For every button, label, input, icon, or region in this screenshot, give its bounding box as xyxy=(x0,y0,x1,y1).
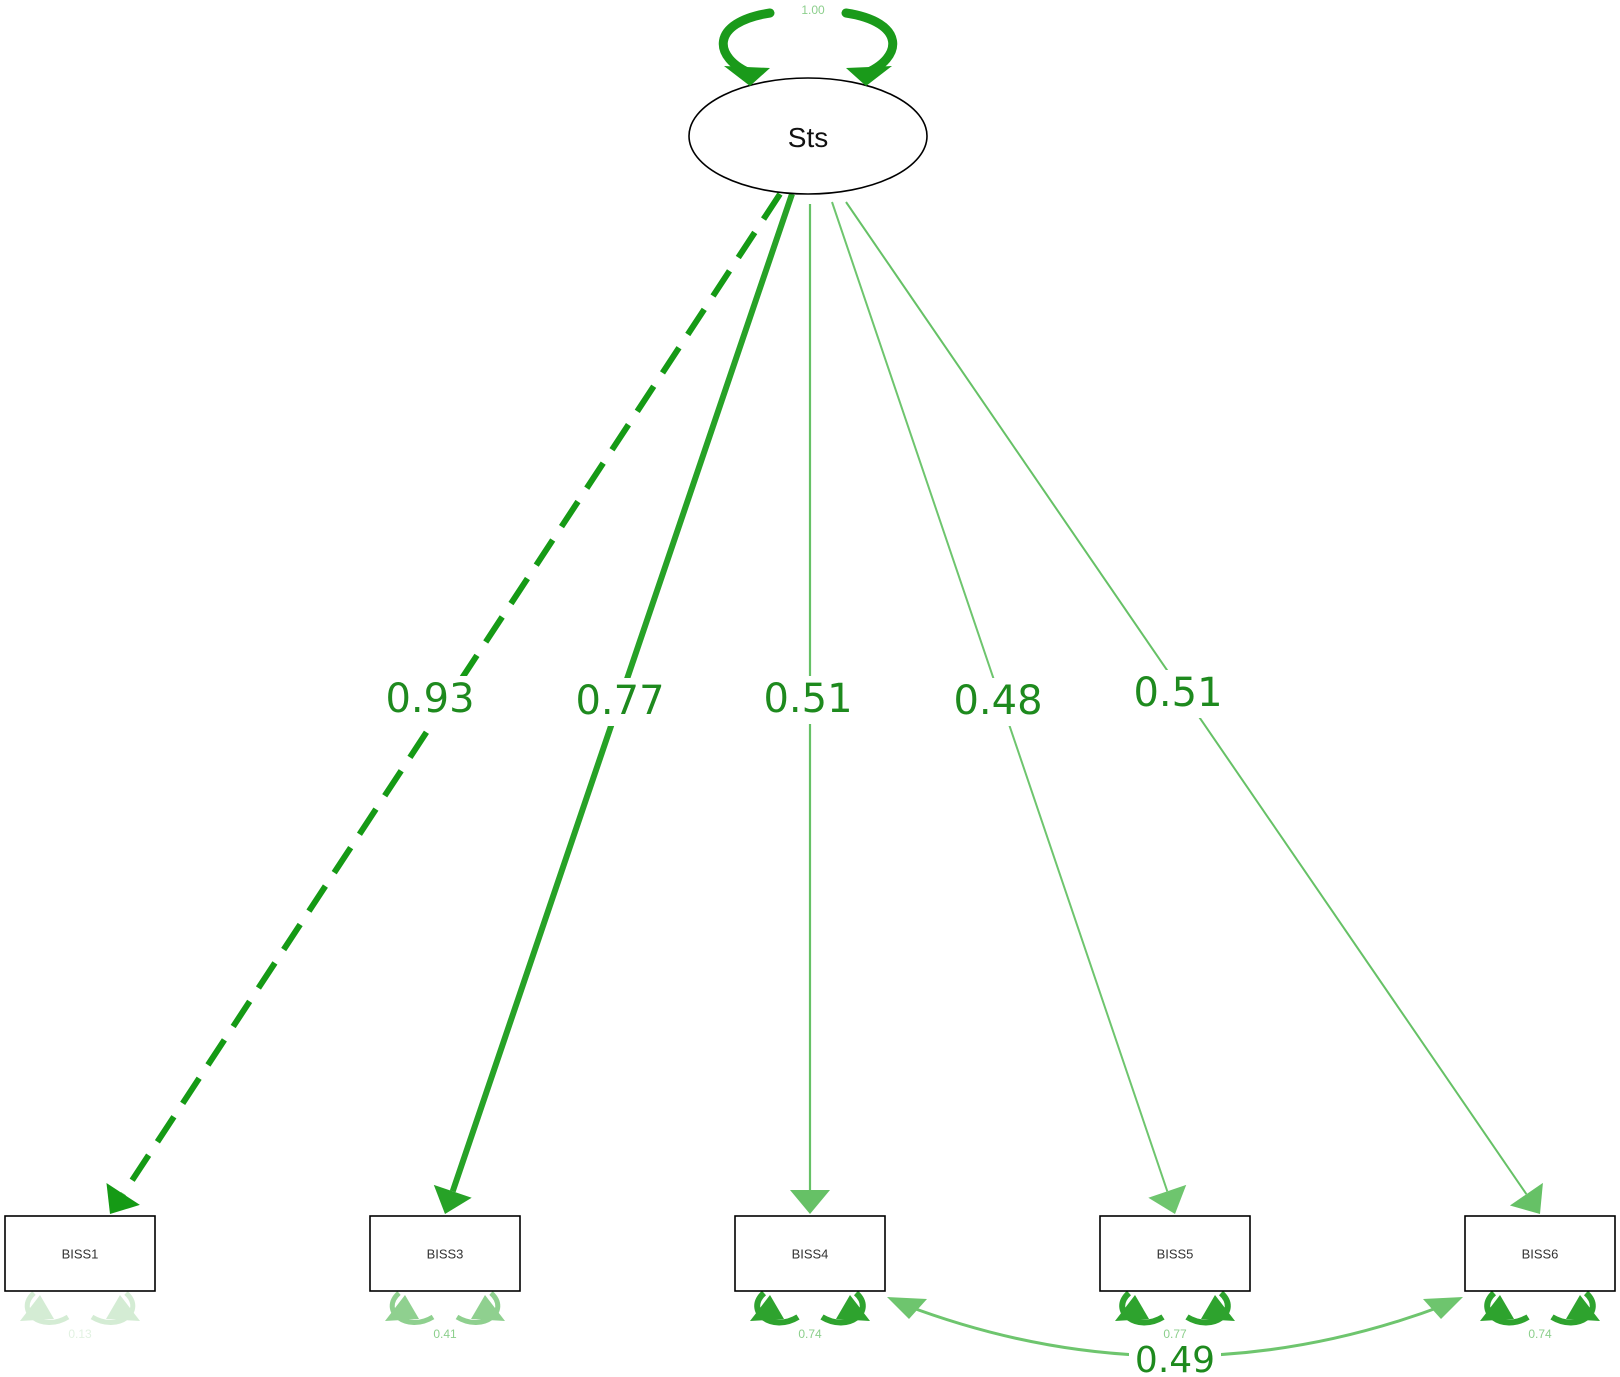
loading-arrowhead-biss4 xyxy=(790,1190,830,1214)
loading-label-bg xyxy=(1130,670,1226,718)
loading-arrowhead-biss5 xyxy=(1148,1184,1187,1214)
covariance-arrowhead-left xyxy=(887,1297,927,1319)
indicator-box xyxy=(1099,1215,1251,1292)
latent-variance-arrowhead-right xyxy=(846,66,892,86)
indicator-node-biss6[interactable]: BISS6 xyxy=(1464,1215,1616,1292)
loading-label-bg xyxy=(572,678,668,726)
indicator-node-biss3[interactable]: BISS3 xyxy=(369,1215,521,1292)
loading-label-bg xyxy=(760,676,856,724)
indicator-label: BISS6 xyxy=(1522,1247,1559,1262)
residual-value-biss6: 0.74 xyxy=(1528,1327,1552,1341)
residual-value-biss3: 0.41 xyxy=(433,1327,457,1341)
nodes: Sts 1.00 BISS1 BISS3 BISS4 BISS5 BISS6 xyxy=(4,3,1616,1292)
indicator-label: BISS1 xyxy=(62,1247,99,1262)
loading-label-bg xyxy=(382,676,478,724)
indicator-box xyxy=(734,1215,886,1292)
loading-arrowhead-biss6 xyxy=(1509,1182,1543,1214)
loading-value-biss4: 0.51 xyxy=(763,676,852,722)
loading-arrowhead-biss1 xyxy=(106,1182,140,1214)
residual-loop-biss3: 0.41 xyxy=(385,1291,505,1341)
indicator-box xyxy=(1464,1215,1616,1292)
indicator-label: BISS5 xyxy=(1157,1247,1194,1262)
latent-label: Sts xyxy=(788,122,828,153)
covariance-arrowhead-right xyxy=(1423,1297,1463,1319)
loading-value-biss6: 0.51 xyxy=(1133,670,1222,716)
residual-value-biss5: 0.77 xyxy=(1163,1327,1187,1341)
covariance-value: 0.49 xyxy=(1135,1340,1215,1377)
loading-value-biss1: 0.93 xyxy=(385,676,474,722)
coefficient-labels: 0.93 0.77 0.51 0.48 0.51 0.49 xyxy=(382,670,1226,1377)
covariance-label-bg xyxy=(1129,1338,1221,1377)
indicator-node-biss1[interactable]: BISS1 xyxy=(4,1215,156,1292)
loading-value-biss3: 0.77 xyxy=(575,678,664,724)
loading-value-biss5: 0.48 xyxy=(953,678,1042,724)
residual-loop-biss4: 0.74 xyxy=(750,1290,870,1341)
latent-variance: 1.00 xyxy=(719,3,897,86)
latent-node-sts[interactable]: Sts xyxy=(688,77,928,195)
indicator-node-biss4[interactable]: BISS4 xyxy=(734,1215,886,1292)
indicator-label: BISS4 xyxy=(792,1247,829,1262)
residual-value-biss1: 0.13 xyxy=(68,1327,92,1341)
loading-arrowhead-biss3 xyxy=(433,1184,472,1214)
latent-variance-label: 1.00 xyxy=(801,3,825,17)
latent-ellipse xyxy=(688,77,928,195)
latent-variance-loop xyxy=(719,8,897,79)
residual-loop-biss6: 0.74 xyxy=(1480,1290,1600,1341)
indicator-node-biss5[interactable]: BISS5 xyxy=(1099,1215,1251,1292)
residual-value-biss4: 0.74 xyxy=(798,1327,822,1341)
residual-loops: 0.13 0.41 0.74 0.77 0.74 xyxy=(20,1290,1600,1341)
latent-variance-arrowhead-left xyxy=(724,66,770,86)
loading-label-bg xyxy=(950,678,1046,726)
indicator-box xyxy=(4,1215,156,1292)
residual-loop-biss5: 0.77 xyxy=(1115,1290,1235,1341)
residual-loop-biss1: 0.13 xyxy=(20,1291,140,1341)
indicator-box xyxy=(369,1215,521,1292)
indicator-label: BISS3 xyxy=(427,1247,464,1262)
